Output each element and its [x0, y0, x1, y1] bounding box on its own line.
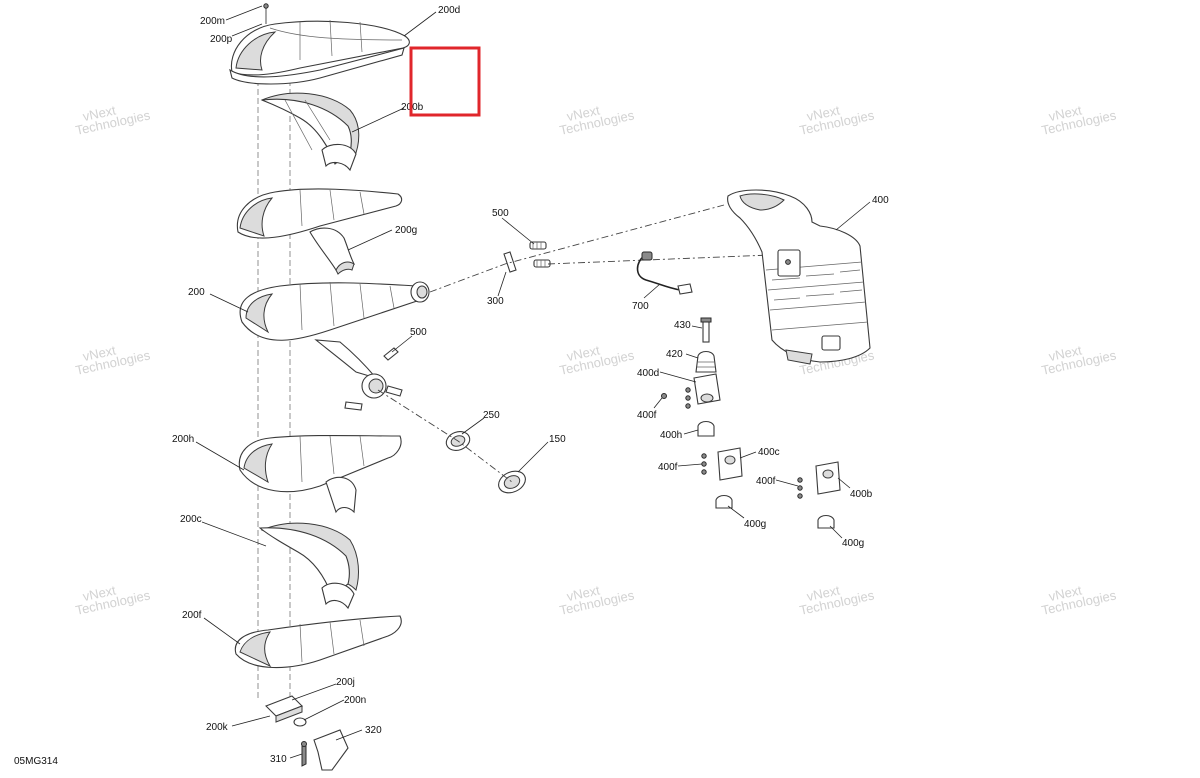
- bracket-320[interactable]: [313, 729, 349, 771]
- figure-code: 05MG314: [14, 756, 58, 767]
- label-200h: 200h: [172, 434, 194, 445]
- bolts-400f-right[interactable]: [797, 477, 803, 499]
- watermark-line1: vNext: [1047, 342, 1083, 364]
- watermark-line1: vNext: [1047, 582, 1083, 604]
- label-320: 320: [365, 725, 382, 736]
- label-400: 400: [872, 195, 889, 206]
- label-400b: 400b: [850, 489, 873, 500]
- label-400d: 400d: [637, 368, 659, 379]
- watermark-line1: vNext: [805, 582, 841, 604]
- part-200h-shield[interactable]: [238, 434, 402, 514]
- oxygen-sensor-700[interactable]: [636, 251, 693, 295]
- label-200p: 200p: [210, 34, 233, 45]
- label-400c: 400c: [758, 447, 780, 458]
- label-430: 430: [674, 320, 691, 331]
- rubber-mount-200n[interactable]: [293, 717, 307, 727]
- label-700: 700: [632, 301, 649, 312]
- gasket-150[interactable]: [495, 467, 529, 497]
- label-200: 200: [188, 287, 205, 298]
- label-200d: 200d: [438, 5, 460, 16]
- label-400g-right: 400g: [842, 538, 864, 549]
- watermark-line1: vNext: [565, 102, 601, 124]
- bolt-430[interactable]: [700, 317, 712, 343]
- bracket-200j[interactable]: [265, 695, 303, 723]
- explode-line-sensor: [547, 254, 771, 265]
- rubber-mount-400h[interactable]: [697, 420, 715, 437]
- label-200n: 200n: [344, 695, 366, 706]
- watermark-line1: vNext: [565, 582, 601, 604]
- label-200j: 200j: [336, 677, 355, 688]
- watermark-line1: vNext: [81, 102, 117, 124]
- bracket-400d[interactable]: [693, 373, 721, 405]
- watermark-line1: vNext: [1047, 102, 1083, 124]
- explode-line-gaskets: [377, 389, 513, 483]
- label-420: 420: [666, 349, 683, 360]
- label-200k: 200k: [206, 722, 229, 733]
- rubber-mount-400g-left[interactable]: [715, 494, 733, 509]
- watermark-line1: vNext: [805, 102, 841, 124]
- label-200f: 200f: [182, 610, 202, 621]
- label-300: 300: [487, 296, 504, 307]
- label-400g-left: 400g: [744, 519, 766, 530]
- leader-lines: [195, 5, 871, 759]
- muffler-400[interactable]: [727, 189, 871, 365]
- bolts-400f-upper[interactable]: [661, 387, 691, 409]
- part-200c-shield[interactable]: [258, 522, 359, 610]
- label-400f-middle: 400f: [658, 462, 678, 473]
- bracket-400c[interactable]: [717, 447, 743, 481]
- fastener-200m[interactable]: [263, 3, 269, 24]
- part-200f-shield[interactable]: [234, 615, 402, 669]
- part-200d-heat-shield[interactable]: [229, 19, 410, 85]
- label-200c: 200c: [180, 514, 202, 525]
- clamp-300[interactable]: [503, 251, 517, 273]
- bracket-400b[interactable]: [815, 461, 841, 495]
- spring-500-lower[interactable]: [344, 347, 403, 411]
- part-200g-shield[interactable]: [236, 188, 403, 275]
- highlight-box[interactable]: [409, 46, 481, 117]
- label-310: 310: [270, 754, 287, 765]
- watermark-line1: vNext: [81, 342, 117, 364]
- rubber-mount-400g-right[interactable]: [817, 514, 835, 529]
- bolt-310[interactable]: [301, 741, 307, 767]
- part-200-exhaust-pipe[interactable]: [239, 281, 430, 399]
- bolts-400f-middle[interactable]: [701, 453, 707, 475]
- watermark-line1: vNext: [565, 342, 601, 364]
- label-200g: 200g: [395, 225, 417, 236]
- label-400f-upper: 400f: [637, 410, 657, 421]
- label-200m: 200m: [200, 16, 225, 27]
- part-200b-shield[interactable]: [260, 92, 360, 172]
- explode-line-upper: [429, 204, 725, 293]
- grommet-420[interactable]: [695, 350, 717, 373]
- label-400f-right: 400f: [756, 476, 776, 487]
- label-500-lower: 500: [410, 327, 427, 338]
- label-500-upper: 500: [492, 208, 509, 219]
- label-250: 250: [483, 410, 500, 421]
- watermark-line1: vNext: [81, 582, 117, 604]
- label-150: 150: [549, 434, 566, 445]
- label-400h: 400h: [660, 430, 682, 441]
